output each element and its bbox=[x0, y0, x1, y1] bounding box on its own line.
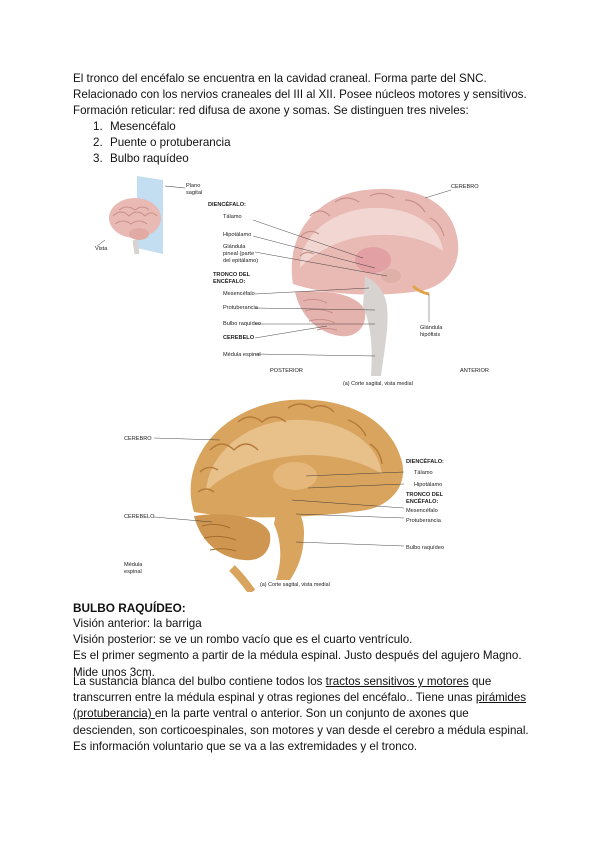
label-mesencefalo: Mesencéfalo bbox=[223, 291, 255, 297]
list-number: 3. bbox=[93, 152, 103, 166]
label-protuberancia: Protuberancia bbox=[406, 518, 442, 524]
paragraph-line: Es el primer segmento a partir de la méd… bbox=[73, 649, 522, 663]
brain-section-illustration bbox=[291, 188, 459, 376]
label-hipofisis-1: Glándula bbox=[420, 325, 443, 331]
list-number: 1. bbox=[93, 120, 103, 133]
paragraph-line: Mide unos 3cm. bbox=[73, 665, 155, 679]
text-run: que transcurren entre la médula espinal … bbox=[73, 675, 492, 705]
label-pineal-1: Glándula bbox=[223, 244, 246, 250]
list-number: 2. bbox=[93, 136, 103, 150]
bulbo-paragraph: La sustancia blanca del bulbo contiene t… bbox=[73, 674, 531, 755]
paragraph-line: Visión anterior: la barriga bbox=[73, 617, 202, 630]
label-cerebelo: CEREBELO bbox=[223, 335, 255, 341]
underlined-term: pirámides (protuberancia) bbox=[73, 691, 527, 721]
label-bulbo: Bulbo raquídeo bbox=[223, 321, 261, 327]
list-label: Bulbo raquídeo bbox=[110, 152, 189, 166]
inset-brain-illustration bbox=[96, 176, 186, 255]
label-tronco-2: ENCÉFALO: bbox=[213, 277, 245, 285]
brain-section-illustration bbox=[190, 399, 404, 592]
label-hipotalamo: Hipotálamo bbox=[223, 232, 251, 238]
label-cerebro: CEREBRO bbox=[451, 184, 479, 190]
text-run: en la parte ventral o anterior. Son un c… bbox=[73, 707, 529, 753]
list-item: 2. Puente o protuberancia bbox=[93, 135, 231, 151]
brain-sagittal-figure-1: Plano sagital Vista CERE bbox=[95, 176, 489, 387]
label-hipotalamo: Hipotálamo bbox=[414, 482, 442, 488]
list-label: Mesencéfalo bbox=[110, 120, 176, 133]
label-vista: Vista bbox=[95, 246, 108, 252]
label-talamo: Tálamo bbox=[414, 470, 433, 476]
underlined-term: tractos sensitivos y motores bbox=[325, 675, 469, 688]
label-medula-2: espinal bbox=[124, 569, 142, 575]
label-pineal-3: del epitálamo) bbox=[223, 258, 258, 264]
label-plano: Plano bbox=[186, 183, 200, 189]
brain-sagittal-figure-2: CEREBRO CEREBELO Médula espinal DIENCÉFA… bbox=[124, 399, 444, 592]
levels-list: 1. Mesencéfalo 2. Puente o protuberancia 3… bbox=[93, 119, 231, 168]
figure-caption: (a) Corte sagital, vista medial bbox=[260, 582, 330, 588]
label-protuberancia: Protuberancia bbox=[223, 305, 259, 311]
label-talamo: Tálamo bbox=[223, 214, 242, 220]
label-medula: Médula espinal bbox=[223, 352, 261, 358]
label-diencefalo: DIENCÉFALO: bbox=[406, 457, 444, 465]
label-posterior: POSTERIOR bbox=[270, 368, 303, 374]
label-hipofisis-2: hipófisis bbox=[420, 332, 440, 338]
figure-caption: (a) Corte sagital, vista medial bbox=[343, 381, 413, 387]
intro-paragraph: El tronco del encéfalo se encuentra en l… bbox=[73, 71, 543, 120]
label-medula-1: Médula bbox=[124, 562, 143, 568]
leader-lines bbox=[153, 437, 405, 547]
label-sagital: sagital bbox=[186, 190, 202, 196]
section-heading: BULBO RAQUÍDEO: bbox=[73, 601, 186, 615]
text-run: La sustancia blanca del bulbo contiene t… bbox=[73, 675, 326, 688]
intro-line: El tronco del encéfalo se encuentra en l… bbox=[73, 72, 487, 85]
label-tronco-2: ENCÉFALO: bbox=[406, 497, 438, 505]
label-tronco-1: TRONCO DEL bbox=[213, 272, 251, 278]
label-anterior: ANTERIOR bbox=[460, 368, 489, 374]
label-bulbo: Bulbo raquídeo bbox=[406, 545, 444, 551]
list-item: 3. Bulbo raquídeo bbox=[93, 151, 231, 167]
list-label: Puente o protuberancia bbox=[110, 136, 231, 150]
paragraph-line: Visión posterior: se ve un rombo vacío q… bbox=[73, 633, 413, 647]
list-item: 1. Mesencéfalo bbox=[93, 119, 231, 135]
label-mesencefalo: Mesencéfalo bbox=[406, 508, 438, 514]
label-tronco-1: TRONCO DEL bbox=[406, 492, 444, 498]
label-diencefalo: DIENCÉFALO: bbox=[208, 200, 246, 208]
label-cerebro: CEREBRO bbox=[124, 436, 152, 442]
bulbo-section: BULBO RAQUÍDEO: Visión anterior: la barr… bbox=[73, 600, 543, 681]
intro-line: Formación reticular: red difusa de axone… bbox=[73, 104, 469, 118]
leader-lines bbox=[252, 189, 452, 357]
label-pineal-2: pineal (parte bbox=[223, 251, 254, 257]
label-cerebelo: CEREBELO bbox=[124, 514, 155, 520]
intro-line: Relacionado con los nervios craneales de… bbox=[73, 88, 527, 102]
